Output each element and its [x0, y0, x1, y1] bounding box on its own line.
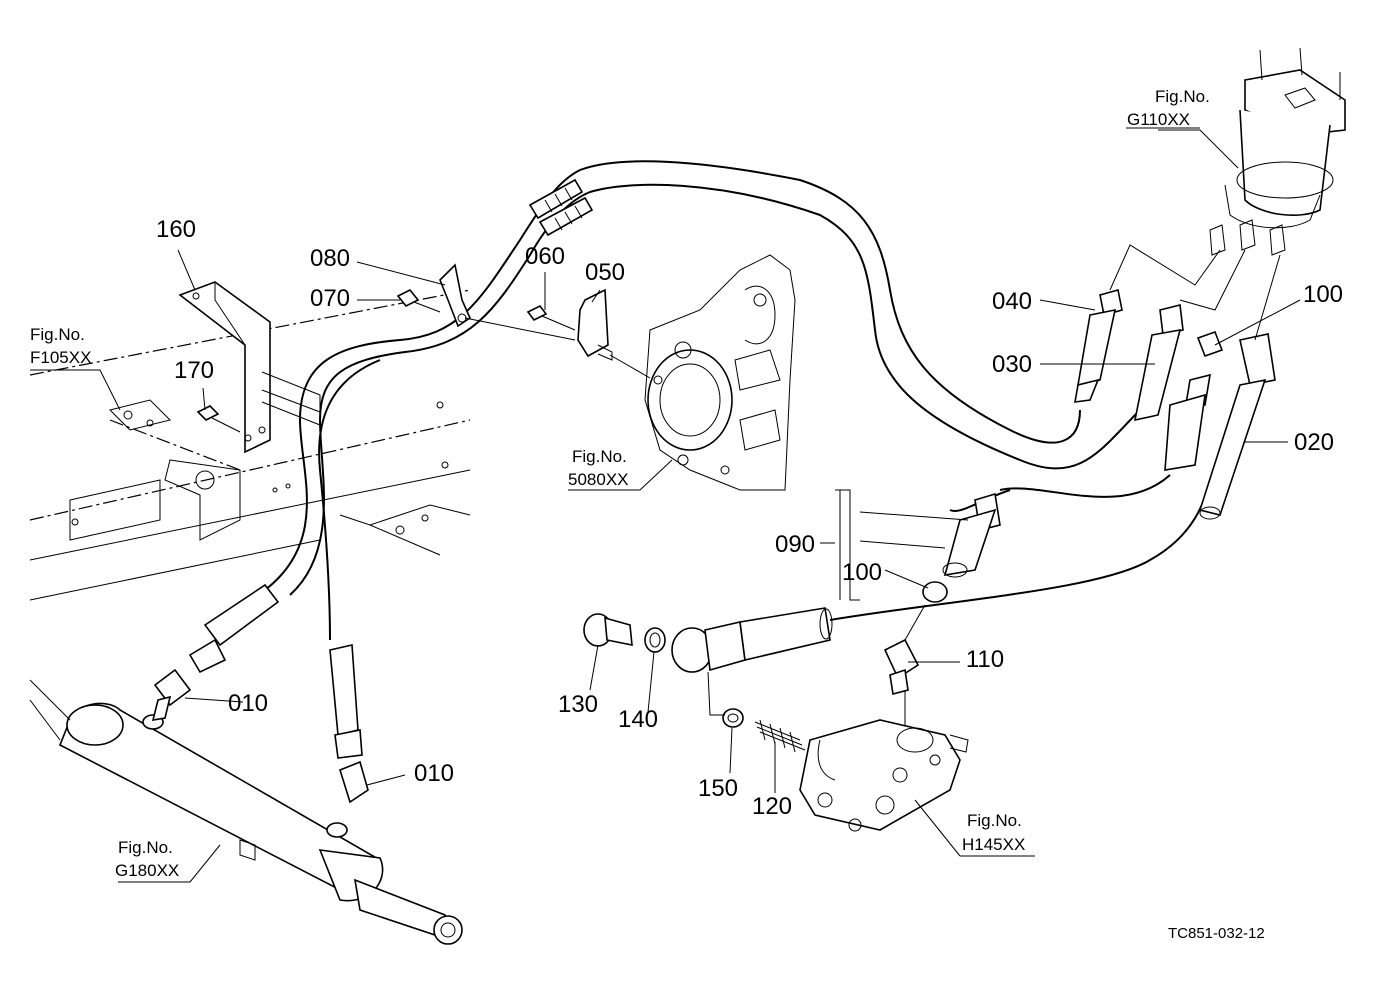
engine-housing: [644, 254, 796, 491]
fig-ref-h145-line2: H145XX: [962, 835, 1025, 854]
clip-100: [922, 581, 948, 603]
drawing-code: TC851-032-12: [1168, 925, 1265, 942]
part-label-090: 090: [775, 531, 815, 558]
leader-lines: [30, 129, 1301, 883]
washer-150: [722, 708, 744, 728]
fig-ref-h145-line1: Fig.No.: [967, 811, 1022, 830]
hydraulic-motor: [1209, 47, 1346, 256]
spring-120: [754, 719, 806, 753]
part-label-020: 020: [1294, 429, 1334, 456]
fig-ref-5080-line2: 5080XX: [568, 470, 629, 489]
hose-end-030: [1133, 249, 1246, 422]
bolt-170: [196, 405, 241, 433]
part-label-100: 100: [842, 559, 882, 586]
bolt-070: [396, 288, 441, 313]
part-label-080: 080: [310, 245, 350, 272]
fig-ref-f105-line2: F105XX: [30, 348, 91, 367]
part-label-050: 050: [585, 259, 625, 286]
fig-ref-g110-line2: G110XX: [1127, 110, 1190, 129]
bracket-050: [577, 288, 613, 361]
part-label-120: 120: [752, 793, 792, 820]
fig-ref-5080-line1: Fig.No.: [572, 447, 627, 466]
part-label-170: 170: [174, 357, 214, 384]
elbow-010-left: [151, 583, 280, 721]
part-label-030: 030: [992, 351, 1032, 378]
valve-block: [799, 690, 969, 832]
hose-end-040: [1074, 244, 1221, 403]
fig-ref-g180-line1: Fig.No.: [118, 838, 173, 857]
elbow-010-right: [329, 644, 369, 804]
elbow-110: [883, 604, 926, 696]
washer-140: [644, 627, 666, 653]
hose-020: [1164, 254, 1281, 520]
frame-chassis: [29, 289, 471, 601]
hose-sleeves: [528, 178, 594, 237]
part-label-010-right: 010: [414, 760, 454, 787]
fig-ref-f105-line1: Fig.No.: [30, 325, 85, 344]
fig-ref-g180-line2: G180XX: [115, 861, 179, 880]
bracket-160: [178, 281, 321, 454]
fig-ref-g110-line1: Fig.No.: [1155, 87, 1210, 106]
part-label-060: 060: [525, 243, 565, 270]
hose-fitting: [671, 607, 833, 673]
clamp-080: [439, 263, 472, 328]
part-label-160: 160: [156, 216, 196, 243]
part-label-130: 130: [558, 691, 598, 718]
hydraulic-hoses: [264, 160, 1211, 641]
hydraulic-cylinder: [29, 679, 463, 945]
part-label-070: 070: [310, 285, 350, 312]
part-label-040: 040: [992, 288, 1032, 315]
part-label-150: 150: [698, 775, 738, 802]
coupler-090: [835, 489, 1001, 601]
part-label-110: 110: [966, 646, 1004, 673]
bolt-060: [526, 304, 576, 331]
part-label-100-top: 100: [1303, 281, 1343, 308]
part-label-140: 140: [618, 706, 658, 733]
clip-100-top: [1196, 330, 1224, 358]
banjo-bolt-130: [583, 613, 633, 647]
part-label-010-left: 010: [228, 690, 268, 717]
